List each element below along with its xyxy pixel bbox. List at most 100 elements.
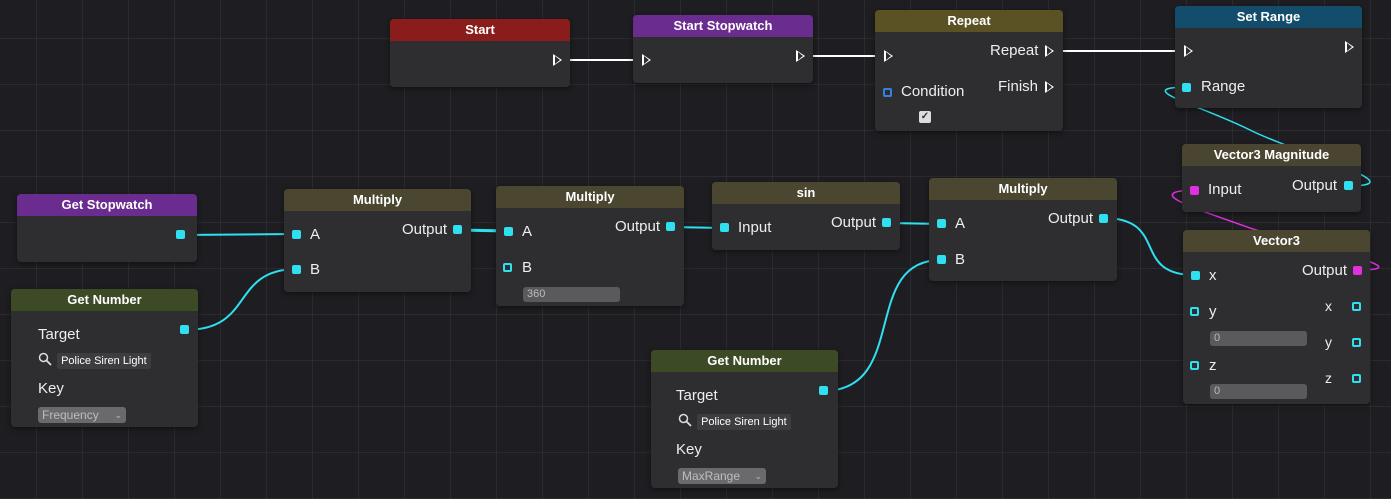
node-start[interactable]: Start xyxy=(390,19,570,87)
node-get-stopwatch[interactable]: Get Stopwatch xyxy=(17,194,197,262)
output-label: Output xyxy=(402,221,448,238)
z-value-field[interactable]: 0 xyxy=(1210,384,1307,399)
node-vector3-magnitude[interactable]: Vector3 Magnitude Input Output xyxy=(1182,144,1361,212)
node-multiply-3[interactable]: Multiply A B Output xyxy=(929,178,1117,281)
output-port[interactable] xyxy=(819,386,828,395)
output-port[interactable] xyxy=(453,225,462,234)
flow-out-port[interactable] xyxy=(1345,41,1354,53)
wire-stopwatch-to-mult1a xyxy=(181,233,297,236)
wire-getnumber1-to-mult1b xyxy=(184,268,297,331)
output-port[interactable] xyxy=(1353,266,1362,275)
target-object-field[interactable]: Police Siren Light xyxy=(38,352,151,371)
target-label: Target xyxy=(38,326,80,343)
out-x-label: x xyxy=(1325,298,1332,314)
a-label: A xyxy=(955,215,966,232)
search-icon xyxy=(678,413,694,432)
input-label: Input xyxy=(1208,181,1242,198)
out-x-port[interactable] xyxy=(1352,302,1361,311)
target-object-field[interactable]: Police Siren Light xyxy=(678,413,791,432)
a-port[interactable] xyxy=(292,230,301,239)
x-port[interactable] xyxy=(1191,271,1200,280)
node-title: Set Range xyxy=(1175,6,1362,28)
chevron-down-icon: ⌄ xyxy=(754,471,762,481)
output-port[interactable] xyxy=(882,218,891,227)
b-label: B xyxy=(522,259,533,276)
b-port[interactable] xyxy=(937,255,946,264)
a-label: A xyxy=(522,223,533,240)
finish-flow-out[interactable] xyxy=(1045,81,1054,93)
flow-in-port[interactable] xyxy=(1184,45,1193,57)
out-z-label: z xyxy=(1325,370,1332,386)
range-port[interactable] xyxy=(1182,83,1191,92)
y-value-field[interactable]: 0 xyxy=(1210,331,1307,346)
target-value: Police Siren Light xyxy=(57,353,151,370)
node-title: Multiply xyxy=(929,178,1117,200)
target-label: Target xyxy=(676,387,718,404)
node-title: Multiply xyxy=(284,189,471,211)
target-value: Police Siren Light xyxy=(697,414,791,431)
key-value: MaxRange xyxy=(682,469,741,483)
node-sin[interactable]: sin Input Output xyxy=(712,182,900,250)
output-port[interactable] xyxy=(176,230,185,239)
wire-getnumber2-to-mult3b xyxy=(822,259,942,392)
node-get-number-2[interactable]: Get Number Target Police Siren Light Key… xyxy=(651,350,838,488)
condition-checkbox[interactable]: ✓ xyxy=(919,111,931,123)
b-value-field[interactable]: 360 xyxy=(523,287,620,302)
b-label: B xyxy=(955,251,966,268)
node-multiply-2[interactable]: Multiply A B 360 Output xyxy=(496,186,684,306)
flow-in-port[interactable] xyxy=(884,50,893,62)
node-repeat[interactable]: Repeat Repeat Finish Condition ✓ xyxy=(875,10,1063,131)
output-label: Output xyxy=(615,218,661,235)
repeat-label: Repeat xyxy=(990,42,1039,59)
a-label: A xyxy=(310,226,321,243)
condition-label: Condition xyxy=(901,83,965,100)
key-label: Key xyxy=(38,380,64,397)
node-title: sin xyxy=(712,182,900,204)
condition-port[interactable] xyxy=(883,88,892,97)
key-dropdown[interactable]: MaxRange ⌄ xyxy=(678,468,766,484)
node-title: Get Number xyxy=(11,289,198,311)
input-port[interactable] xyxy=(1190,186,1199,195)
chevron-down-icon: ⌄ xyxy=(114,410,122,420)
b-port[interactable] xyxy=(292,265,301,274)
key-label: Key xyxy=(676,441,702,458)
x-label: x xyxy=(1209,267,1217,284)
node-set-range[interactable]: Set Range Range xyxy=(1175,6,1362,108)
key-dropdown[interactable]: Frequency ⌄ xyxy=(38,407,126,423)
node-title: Start xyxy=(390,19,570,41)
input-port[interactable] xyxy=(720,223,729,232)
output-label: Output xyxy=(831,214,877,231)
search-icon xyxy=(38,352,54,371)
a-port[interactable] xyxy=(504,227,513,236)
node-title: Start Stopwatch xyxy=(633,15,813,37)
node-get-number-1[interactable]: Get Number Target Police Siren Light Key… xyxy=(11,289,198,427)
output-label: Output xyxy=(1302,262,1348,279)
input-label: Input xyxy=(738,219,772,236)
key-value: Frequency xyxy=(42,408,99,422)
output-port[interactable] xyxy=(1099,214,1108,223)
output-label: Output xyxy=(1048,210,1094,227)
node-vector3[interactable]: Vector3 x y 0 z 0 Output x y z xyxy=(1183,230,1370,404)
out-z-port[interactable] xyxy=(1352,374,1361,383)
b-label: B xyxy=(310,261,321,278)
output-label: Output xyxy=(1292,177,1338,194)
flow-out-port[interactable] xyxy=(796,50,805,62)
out-y-port[interactable] xyxy=(1352,338,1361,347)
node-title: Vector3 xyxy=(1183,230,1370,252)
output-port[interactable] xyxy=(180,325,189,334)
flow-out-port[interactable] xyxy=(553,54,562,66)
output-port[interactable] xyxy=(666,222,675,231)
y-port[interactable] xyxy=(1190,307,1199,316)
output-port[interactable] xyxy=(1344,181,1353,190)
flow-in-port[interactable] xyxy=(642,54,651,66)
b-port[interactable] xyxy=(503,263,512,272)
node-title: Multiply xyxy=(496,186,684,208)
node-multiply-1[interactable]: Multiply A B Output xyxy=(284,189,471,292)
y-label: y xyxy=(1209,303,1217,320)
node-start-stopwatch[interactable]: Start Stopwatch xyxy=(633,15,813,83)
range-label: Range xyxy=(1201,78,1246,95)
a-port[interactable] xyxy=(937,219,946,228)
repeat-flow-out[interactable] xyxy=(1045,45,1054,57)
z-port[interactable] xyxy=(1190,361,1199,370)
out-y-label: y xyxy=(1325,334,1332,350)
